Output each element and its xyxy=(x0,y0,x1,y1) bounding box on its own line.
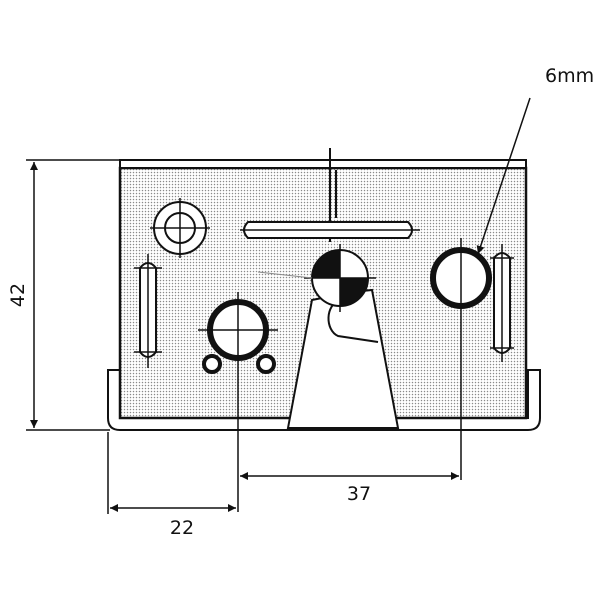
screw-top-left xyxy=(150,198,210,258)
mounting-ring-left xyxy=(198,292,278,512)
dimension-hole-spacing: 37 xyxy=(240,472,459,505)
dimension-height: 42 xyxy=(7,159,120,431)
dimension-hole-diameter-label: 6mm xyxy=(545,65,594,87)
center-of-gravity-symbol xyxy=(257,244,376,312)
housing-top-edge xyxy=(119,159,527,169)
dimension-left-offset-label: 22 xyxy=(170,517,194,539)
mounting-ring-right xyxy=(430,238,492,480)
dimension-height-label: 42 xyxy=(7,283,29,307)
dimension-left-offset: 22 xyxy=(107,432,236,539)
dimension-hole-diameter: 6mm xyxy=(476,65,594,255)
dimension-hole-spacing-label: 37 xyxy=(347,483,371,505)
